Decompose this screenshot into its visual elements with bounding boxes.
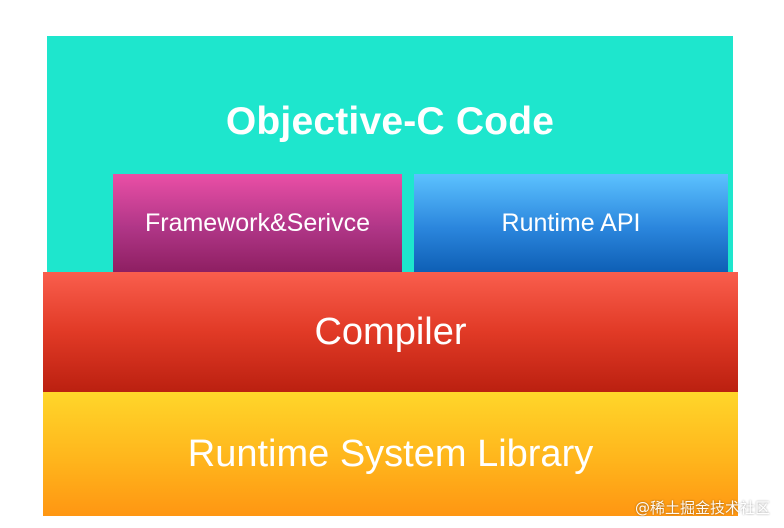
compiler-layer: Compiler [43, 272, 738, 392]
framework-service-label: Framework&Serivce [144, 208, 371, 237]
runtime-api-label: Runtime API [501, 208, 641, 237]
watermark: @稀土掘金技术社区 [634, 499, 770, 517]
runtime-api-block: Runtime API [414, 174, 728, 272]
objective-c-code-label: Objective-C Code [225, 100, 555, 143]
runtime-system-library-layer: Runtime System Library [43, 392, 738, 516]
compiler-label: Compiler [314, 310, 467, 353]
framework-service-block: Framework&Serivce [113, 174, 402, 272]
runtime-system-library-label: Runtime System Library [187, 432, 594, 475]
